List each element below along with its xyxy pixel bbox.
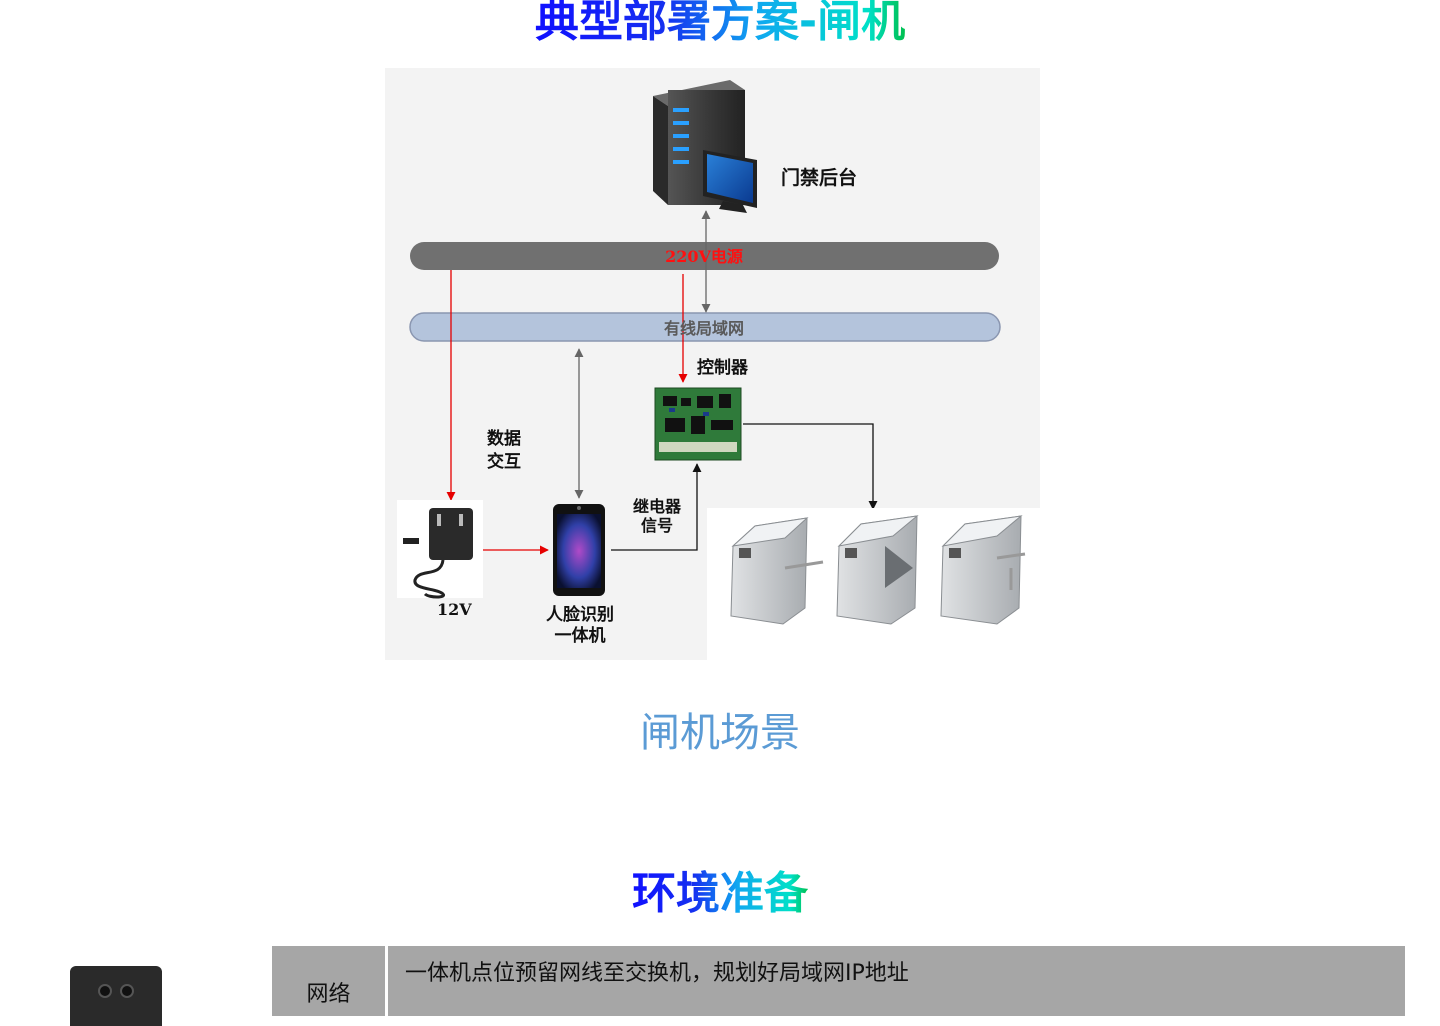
section-title-text: 环境准备	[632, 868, 808, 919]
controller-board-icon	[654, 387, 742, 461]
page-title-text: 典型部署方案-闸机	[535, 0, 905, 47]
server-icon	[653, 80, 757, 213]
device-lens-icon	[98, 984, 112, 998]
data-exchange-label-2: 交互	[487, 452, 521, 472]
env-table-category-cell: 网络	[272, 946, 388, 1016]
controller-gate-line	[743, 423, 878, 510]
controller-label: 控制器	[697, 358, 748, 378]
diagram-graphics	[397, 80, 1040, 660]
terminal-label-1: 人脸识别	[546, 605, 614, 625]
server-label: 门禁后台	[781, 167, 858, 189]
relay-signal-label-2: 信号	[641, 516, 674, 535]
turnstile-gates-icon	[707, 508, 1040, 660]
adapter-label: 12V	[437, 600, 472, 619]
lan-bus-label: 有线局域网	[663, 319, 744, 338]
env-table-desc-cell: 一体机点位预留网线至交换机，规划好局域网IP地址	[405, 958, 909, 990]
diagram-caption: 闸机场景	[640, 710, 800, 756]
power-bus-label: 220V电源	[665, 247, 743, 266]
env-table: 网络 一体机点位预留网线至交换机，规划好局域网IP地址	[272, 946, 1405, 1016]
power-adapter-icon	[397, 500, 483, 599]
device-lens-icon	[120, 984, 134, 998]
section-title: 环境准备	[0, 866, 1440, 922]
data-exchange-label-1: 数据	[487, 429, 521, 449]
device-thumbnail	[70, 966, 162, 1026]
lan-bus	[409, 312, 1001, 342]
terminal-label-2: 一体机	[554, 626, 606, 646]
env-table-desc-line: 一体机点位预留网线至交换机，规划好局域网IP地址	[405, 961, 909, 986]
deployment-diagram: 门禁后台 220V电源 有线局域网 控制器 数据 交互 继电器 信号 12V 人…	[385, 68, 1040, 660]
relay-signal-label-1: 继电器	[633, 497, 682, 516]
relay-signal-line	[611, 463, 702, 551]
page-title: 典型部署方案-闸机	[0, 0, 1440, 50]
env-table-category: 网络	[306, 982, 351, 1007]
face-terminal-icon	[553, 504, 605, 596]
